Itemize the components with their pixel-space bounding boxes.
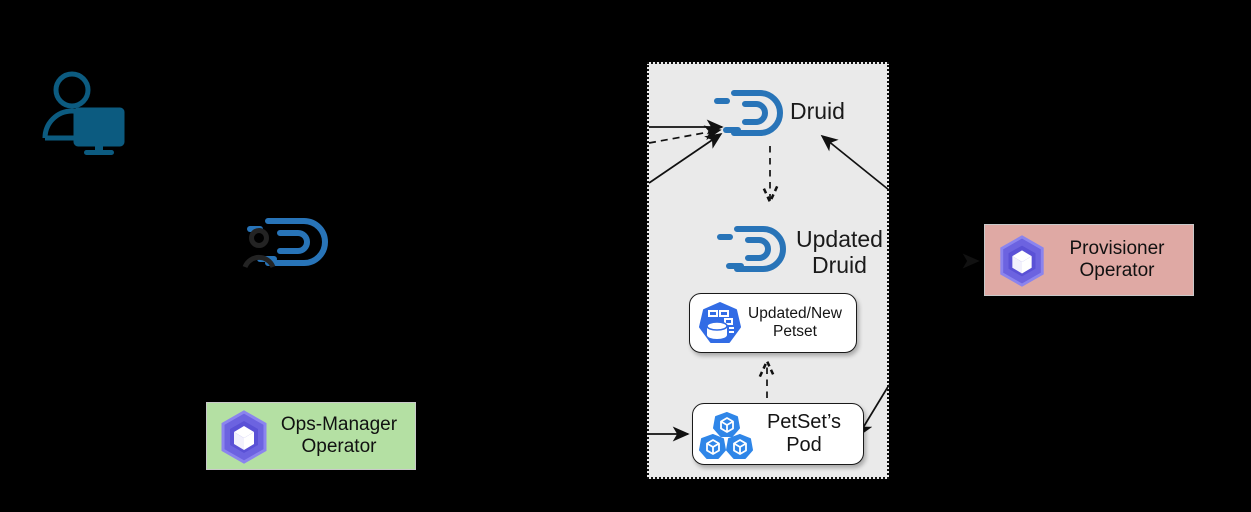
ops-manager-operator-label: Ops-Manager Operator	[280, 413, 398, 457]
druid-logo-icon	[712, 86, 784, 140]
provisioner-operator-label: Provisioner Operator	[1069, 237, 1165, 281]
updated-new-petset-label: Updated/New Petset	[748, 305, 842, 340]
ops-manager-operator-box[interactable]: Ops-Manager Operator	[206, 402, 416, 470]
druid-label: Druid	[790, 98, 845, 124]
petsets-pod-label: PetSet’s Pod	[766, 411, 842, 456]
druid-user-icon	[238, 212, 338, 274]
petsets-pod-node[interactable]: PetSet’s Pod	[692, 403, 864, 465]
updated-new-petset-node[interactable]: Updated/New Petset	[689, 293, 857, 353]
provisioner-operator-box[interactable]: Provisioner Operator	[984, 224, 1194, 296]
kubernetes-statefulset-icon	[696, 301, 744, 347]
updated-druid-logo-icon	[715, 222, 787, 276]
updated-druid-label: Updated Druid	[796, 226, 883, 278]
operator-cube-icon	[995, 234, 1049, 288]
kubernetes-pod-icon	[699, 411, 755, 461]
operator-cube-icon	[216, 409, 272, 465]
user-at-computer-icon	[36, 68, 125, 158]
